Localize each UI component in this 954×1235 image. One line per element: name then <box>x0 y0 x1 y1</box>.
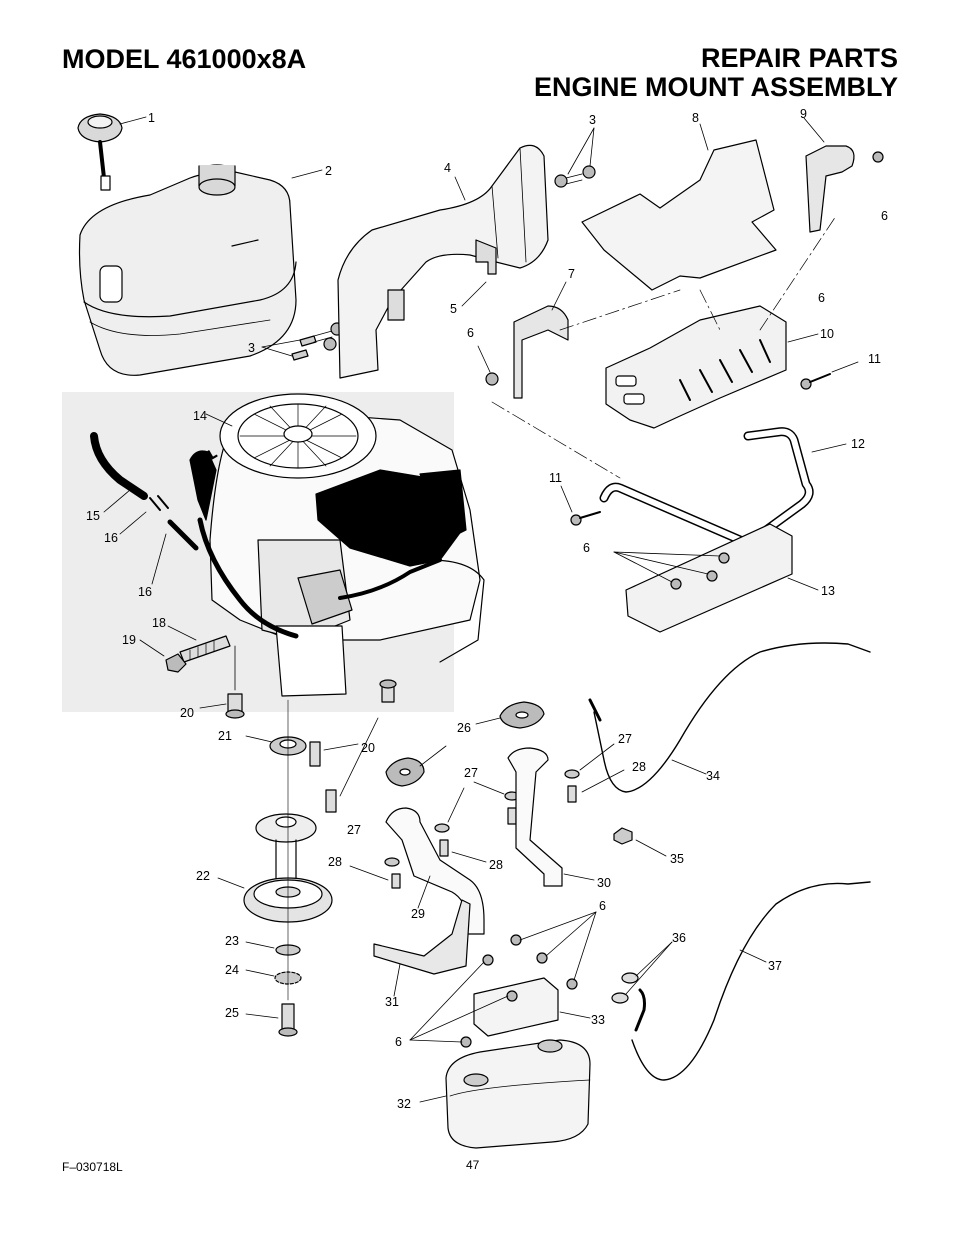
callout-6f: 6 <box>395 1035 402 1049</box>
callout-6c: 6 <box>467 326 474 340</box>
callout-22: 22 <box>196 869 210 883</box>
part-fuel-line <box>90 432 199 585</box>
callout-6b: 6 <box>818 291 825 305</box>
part-bracket-7 <box>477 281 569 399</box>
callout-34: 34 <box>706 769 720 783</box>
part-cable-34 <box>588 642 871 793</box>
callout-7: 7 <box>568 267 575 281</box>
part-bracket-5 <box>461 239 497 307</box>
callout-labels: 1 2 3 3 4 5 6 6 6 6 6 6 7 8 9 10 11 11 1… <box>86 107 888 1111</box>
callout-28c: 28 <box>328 855 342 869</box>
part-screws-3-right <box>554 127 596 188</box>
part-lockwasher-24 <box>245 969 302 985</box>
part-gasket-26 <box>385 701 545 787</box>
section-title-line1: REPAIR PARTS <box>700 43 898 73</box>
callout-36: 36 <box>672 931 686 945</box>
part-bolt-20 <box>199 645 397 813</box>
part-handle-bar <box>599 427 847 546</box>
part-fuel-cap <box>77 113 147 191</box>
part-clips-36 <box>611 941 673 1004</box>
part-nut-19 <box>139 639 187 673</box>
part-screws-6-muffler <box>409 911 597 1048</box>
part-heat-shield <box>581 123 777 291</box>
callout-11b: 11 <box>549 471 562 485</box>
page-number: 47 <box>466 1158 480 1172</box>
callout-13: 13 <box>821 584 835 598</box>
callout-28a: 28 <box>632 760 646 774</box>
callout-10: 10 <box>820 327 834 341</box>
part-side-panel <box>337 144 549 379</box>
callout-32: 32 <box>397 1097 411 1111</box>
callout-3-right: 3 <box>589 113 596 127</box>
callout-29: 29 <box>411 907 425 921</box>
callout-6a: 6 <box>881 209 888 223</box>
callout-1: 1 <box>148 111 155 125</box>
callout-12: 12 <box>851 437 865 451</box>
part-bracket-33 <box>473 977 591 1037</box>
callout-25: 25 <box>225 1006 239 1020</box>
part-pulley-22 <box>217 813 333 923</box>
part-nut-35 <box>613 827 667 857</box>
callout-15: 15 <box>86 509 100 523</box>
model-title: MODEL 461000x8A <box>62 44 307 74</box>
callout-2: 2 <box>325 164 332 178</box>
callout-18: 18 <box>152 616 166 630</box>
callout-14: 14 <box>193 409 207 423</box>
callout-6e: 6 <box>599 899 606 913</box>
part-engine: OIL <box>62 392 485 712</box>
part-screws-3-left <box>261 322 344 361</box>
part-bracket-9 <box>803 117 884 233</box>
callout-30: 30 <box>597 876 611 890</box>
part-cable-37 <box>631 881 871 1081</box>
guide-lines <box>491 215 837 479</box>
part-muffler-guard <box>605 305 819 429</box>
callout-9: 9 <box>800 107 807 121</box>
callout-6d: 6 <box>583 541 590 555</box>
part-muffler-32 <box>419 1039 591 1149</box>
callout-27c: 27 <box>347 823 361 837</box>
callout-16a: 16 <box>104 531 118 545</box>
callout-28b: 28 <box>489 858 503 872</box>
callout-11a: 11 <box>868 352 881 366</box>
callout-16b: 16 <box>138 585 152 599</box>
callout-23: 23 <box>225 934 239 948</box>
callout-20b: 20 <box>361 741 375 755</box>
callout-24: 24 <box>225 963 239 977</box>
part-bolt-25 <box>245 699 298 1037</box>
part-fuel-tank <box>78 164 323 376</box>
callout-27a: 27 <box>618 732 632 746</box>
figure-code: F–030718L <box>62 1160 123 1174</box>
section-title: REPAIR PARTS ENGINE MOUNT ASSEMBLY <box>534 44 898 102</box>
callout-3-left: 3 <box>248 341 255 355</box>
callout-19: 19 <box>122 633 136 647</box>
part-exhaust-pipe-30 <box>507 747 595 887</box>
callout-21: 21 <box>218 729 232 743</box>
part-fitting-18 <box>167 625 231 663</box>
callout-33: 33 <box>591 1013 605 1027</box>
part-bracket-31 <box>373 899 471 997</box>
callout-35: 35 <box>670 852 684 866</box>
callout-8: 8 <box>692 111 699 125</box>
callout-27b: 27 <box>464 766 478 780</box>
part-washer-23 <box>245 941 301 956</box>
section-title-line2: ENGINE MOUNT ASSEMBLY <box>533 72 898 102</box>
callout-31: 31 <box>385 995 399 1009</box>
part-spacer-21 <box>245 735 307 756</box>
callout-4: 4 <box>444 161 451 175</box>
callout-26: 26 <box>457 721 471 735</box>
callout-5: 5 <box>450 302 457 316</box>
part-screws-28 <box>349 769 625 889</box>
callout-37: 37 <box>768 959 782 973</box>
part-screw-11 <box>560 361 859 526</box>
part-bottom-guard <box>613 523 819 633</box>
callout-20a: 20 <box>180 706 194 720</box>
part-washers-27 <box>384 743 615 867</box>
